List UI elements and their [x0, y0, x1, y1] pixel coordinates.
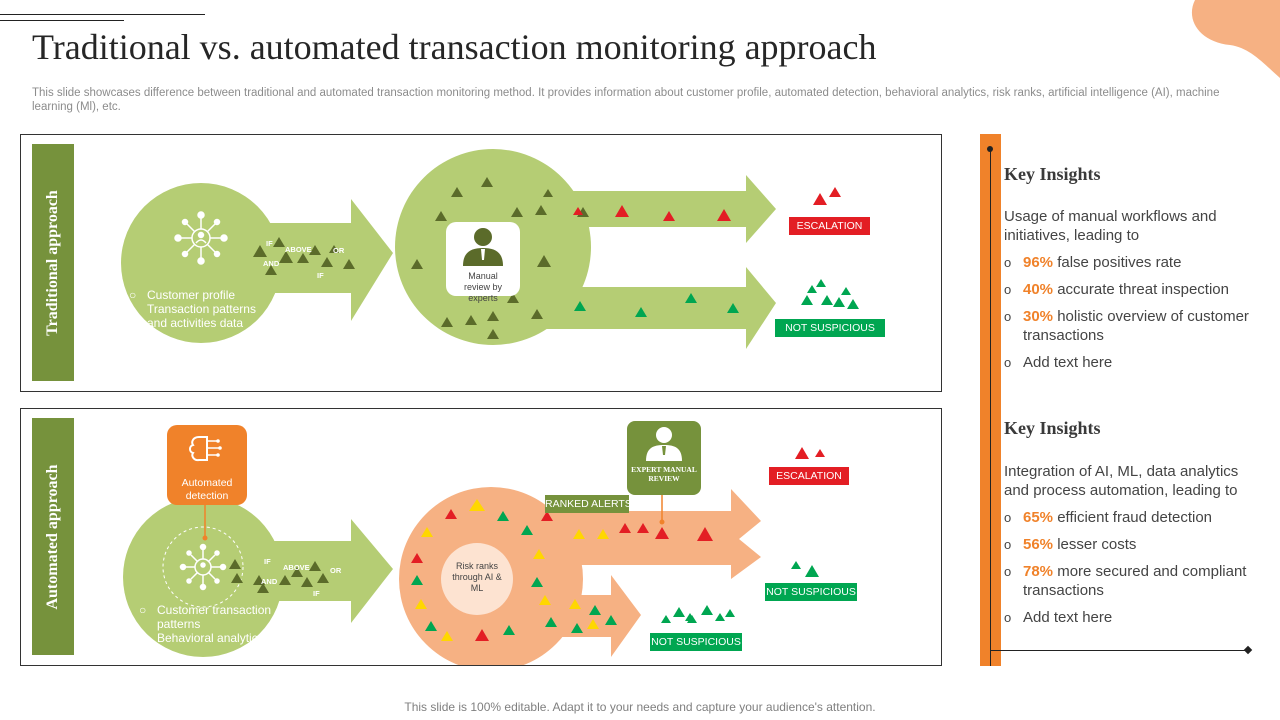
page-title: Traditional vs. automated transaction mo… [32, 27, 877, 67]
warning-triangle-icon [253, 237, 355, 275]
timeline-end-diamond [1243, 645, 1253, 655]
timeline-dot [987, 146, 993, 152]
insights-intro: Integration of AI, ML, data analytics an… [1004, 463, 1239, 499]
not-suspicious-tag: NOT SUSPICIOUS [765, 583, 857, 601]
manual-review-label: Manual review by experts [463, 271, 502, 303]
footer-note: This slide is 100% editable. Adapt it to… [404, 700, 876, 714]
logic-word: ABOVE [283, 563, 310, 572]
expert-review-label: EXPERT MANUAL REVIEW [631, 465, 697, 483]
ranked-alerts-tag: RANKED ALERTS [545, 495, 632, 513]
not-suspicious-tag: NOT SUSPICIOUS [775, 319, 885, 337]
traditional-inputs-list: ○Customer profile ○Transaction patterns … [129, 288, 279, 330]
traditional-diagram [121, 149, 859, 349]
page-subtitle: This slide showcases difference between … [32, 87, 1220, 113]
risk-ranks-label: Risk ranks through AI & ML [452, 561, 502, 593]
logic-word: IF [264, 557, 271, 566]
decorative-line-top [0, 14, 205, 15]
warning-triangle-icon [229, 447, 825, 641]
network-icon [179, 543, 227, 591]
decorative-line-second [0, 20, 124, 21]
not-suspicious-tag: NOT SUSPICIOUS [650, 633, 742, 651]
insights-title: Key Insights [1004, 164, 1101, 184]
automated-detection-box: Automated detection [167, 425, 247, 505]
logic-word: ABOVE [285, 245, 312, 254]
logic-word: IF [317, 271, 324, 280]
manual-review-box: Manual review by experts [446, 222, 520, 303]
timeline-bottom-line [990, 650, 1248, 651]
insights-title: Key Insights [1004, 418, 1101, 438]
person-icon [646, 427, 682, 461]
traditional-panel: Traditional approach [20, 134, 942, 392]
automated-panel: Automated approach [20, 408, 942, 666]
expert-review-box: EXPERT MANUAL REVIEW [627, 421, 701, 495]
automated-inputs-list: ○Customer transaction patterns ○Behavior… [139, 603, 279, 645]
logic-word: OR [333, 246, 345, 255]
network-icon [174, 211, 228, 265]
list-item: ○Transaction patterns and activities dat… [129, 302, 256, 330]
insights-intro: Usage of manual workflows and initiative… [1004, 208, 1217, 244]
logic-word: AND [261, 577, 278, 586]
automated-detection-label: Automated detection [181, 477, 233, 502]
person-icon [463, 228, 503, 266]
escalation-tag: ESCALATION [789, 217, 870, 235]
insights-timeline-line [990, 148, 991, 666]
escalation-tag: ESCALATION [769, 467, 849, 485]
list-item: ○Customer transaction patterns [139, 603, 272, 631]
logic-word: IF [313, 589, 320, 598]
logic-word: AND [263, 259, 280, 268]
warning-triangle-icon [411, 177, 859, 339]
logic-word: IF [266, 239, 273, 248]
traditional-label-bar: Traditional approach [32, 144, 74, 381]
brain-chip-icon [189, 436, 222, 462]
list-item: ○Behavioral analytics [139, 631, 264, 645]
logic-word: OR [330, 566, 342, 575]
automated-diagram [123, 447, 825, 665]
list-item: ○Customer profile [129, 288, 236, 302]
automated-label-bar: Automated approach [32, 418, 74, 655]
